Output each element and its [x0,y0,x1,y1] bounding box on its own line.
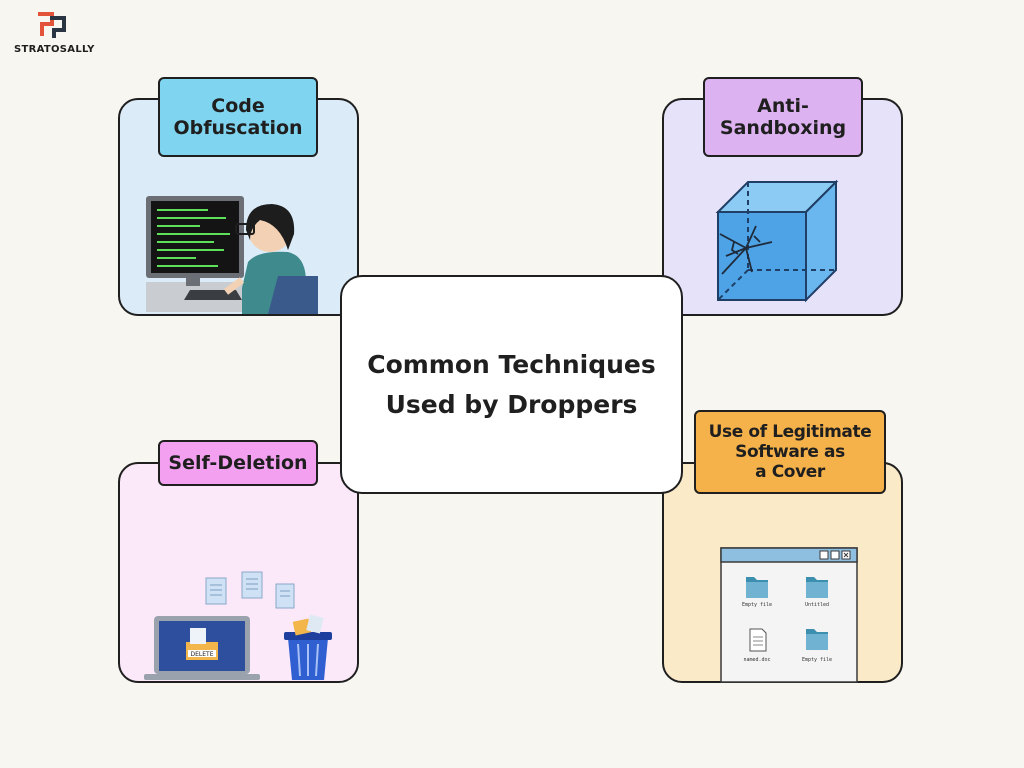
coder-at-computer-icon [146,196,318,314]
laptop-delete-files-icon: DELETE [144,571,332,680]
explorer-file-label: Empty file [741,602,773,608]
label-legitimate-software: Use of Legitimate Software as a Cover [694,410,886,494]
explorer-file-label: Untitled [804,602,830,608]
file-explorer-window-icon: Empty file Untitled named.doc Empty file [720,547,858,683]
center-topic: Common Techniques Used by Droppers [340,275,683,494]
label-self-deletion: Self-Deletion [158,440,318,486]
delete-stamp-label: DELETE [190,651,213,658]
stratosally-logo-icon [38,12,66,38]
label-code-obfuscation: Code Obfuscation [158,77,318,157]
explorer-file-label: Empty file [801,657,833,663]
brand-logo: STRATOSALLY [14,10,94,55]
brand-name: STRATOSALLY [14,44,95,55]
broken-glass-cube-icon [715,179,839,303]
explorer-file-label: named.doc [743,657,771,663]
label-anti-sandboxing: Anti- Sandboxing [703,77,863,157]
